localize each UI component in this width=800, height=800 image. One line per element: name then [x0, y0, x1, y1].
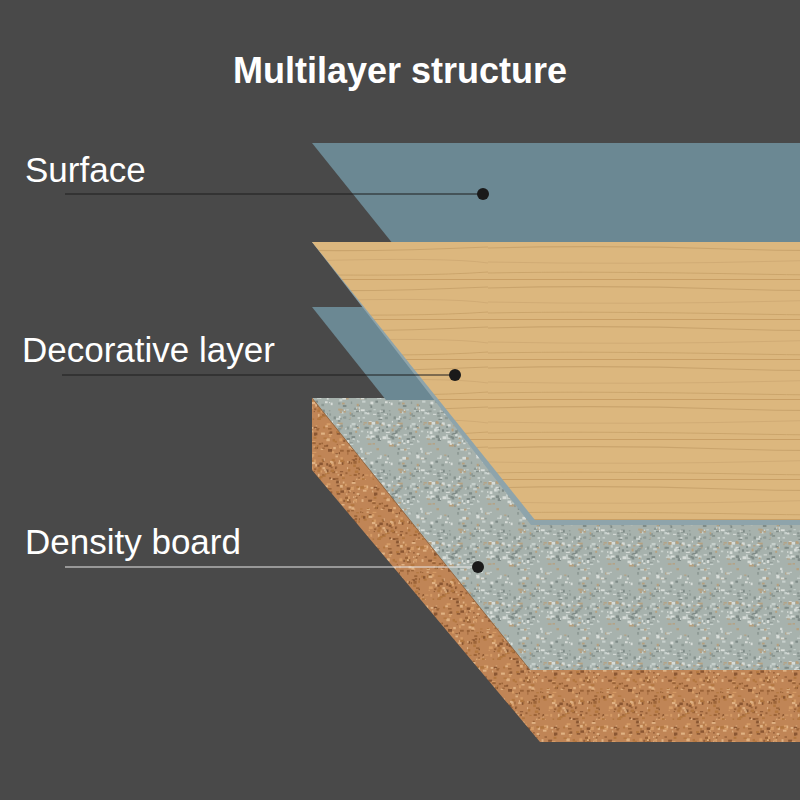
leader-line	[65, 566, 478, 567]
leader-dot	[477, 188, 489, 200]
leader-dot	[449, 369, 461, 381]
layer-label: Surface	[25, 150, 146, 190]
layer-label: Density board	[25, 522, 241, 562]
leader-line	[65, 193, 483, 194]
decor-layer	[312, 242, 800, 520]
leader-dot	[472, 561, 484, 573]
decor-edge	[312, 242, 800, 525]
layer-label: Decorative layer	[22, 330, 275, 370]
leader-line	[62, 374, 455, 375]
diagram-title: Multilayer structure	[233, 50, 567, 91]
